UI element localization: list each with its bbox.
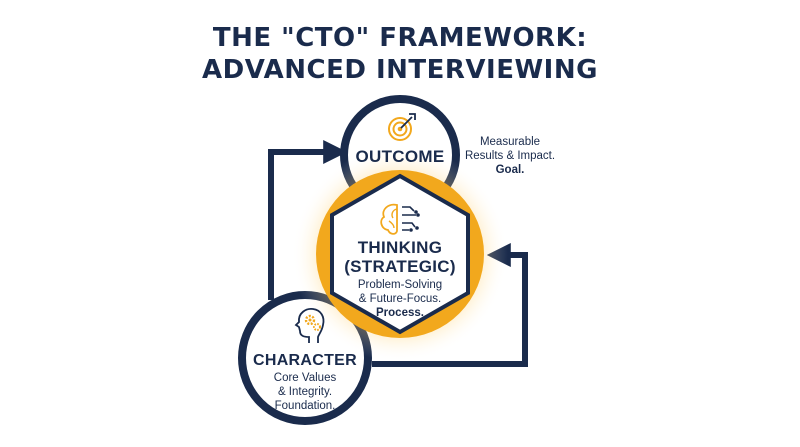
outcome-title: OUTCOME xyxy=(355,147,445,166)
thinking-text: THINKING (STRATEGIC) Problem-Solving & F… xyxy=(340,238,460,320)
character-desc-line-1: Core Values xyxy=(273,372,337,384)
head-gears-icon xyxy=(294,308,325,343)
thinking-desc-line-2: & Future-Focus. xyxy=(358,293,442,305)
page-title-line-2: ADVANCED INTERVIEWING xyxy=(202,55,598,85)
arrow-character-to-outcome xyxy=(268,140,348,300)
character-text: CHARACTER Core Values & Integrity. Found… xyxy=(245,351,365,413)
outcome-desc-line-1: Measurable xyxy=(479,136,541,148)
thinking-title-line-1: THINKING xyxy=(357,238,443,257)
character-title: CHARACTER xyxy=(252,352,358,369)
character-desc-line-3: Foundation. xyxy=(274,400,336,412)
character-desc-line-2: & Integrity. xyxy=(277,386,333,398)
arrow-character-to-thinking xyxy=(372,243,528,367)
thinking-desc-line-1: Problem-Solving xyxy=(357,279,443,291)
thinking-title-line-2: (STRATEGIC) xyxy=(344,257,456,276)
page-title-line-1: THE "CTO" FRAMEWORK: xyxy=(212,23,588,53)
outcome-description: Measurable Results & Impact. Goal. xyxy=(455,135,565,177)
thinking-desc-line-3: Process. xyxy=(376,307,424,319)
target-icon xyxy=(388,113,416,141)
brain-circuit-icon xyxy=(380,203,420,235)
thinking-node xyxy=(292,146,508,362)
outcome-desc-line-2: Results & Impact. xyxy=(464,150,556,162)
outcome-desc-line-3: Goal. xyxy=(495,164,525,176)
